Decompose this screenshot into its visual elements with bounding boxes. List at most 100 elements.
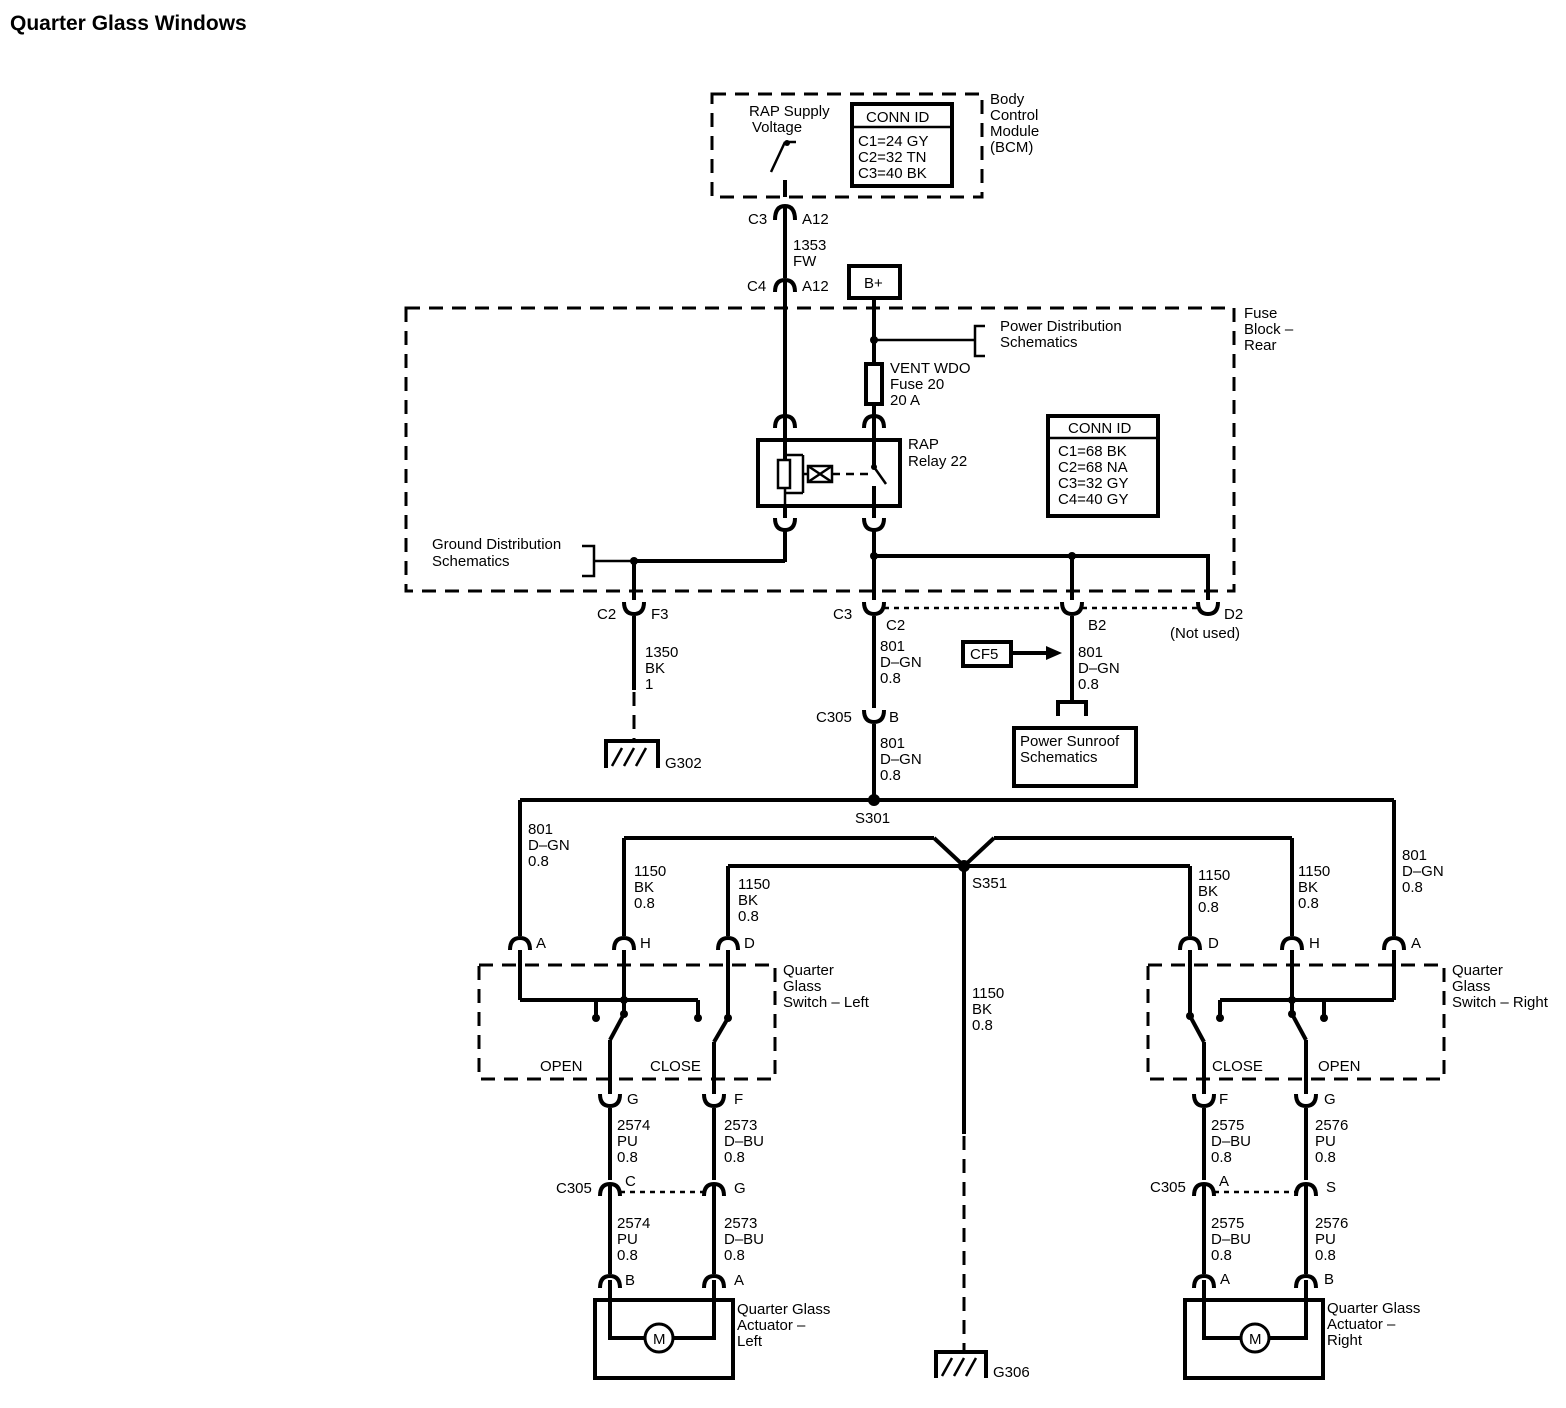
left-actuator-label-2: Actuator – bbox=[737, 1317, 806, 1334]
fuse-20 bbox=[864, 362, 884, 406]
right-switch-pin-d: D bbox=[1208, 935, 1219, 952]
c305-left-pin-c: C bbox=[625, 1173, 636, 1190]
wire-1150-ld-num: 1150 bbox=[738, 876, 770, 893]
wire-1150-rh-num: 1150 bbox=[1298, 863, 1330, 880]
wire-801-left-num: 801 bbox=[528, 821, 553, 838]
c305-left-conn: C305 bbox=[556, 1180, 592, 1197]
fuse-block-label-2: Block – bbox=[1244, 321, 1294, 338]
wire-801-c-size: 0.8 bbox=[880, 767, 901, 784]
right-switch-label-3: Switch – Right bbox=[1452, 994, 1549, 1011]
wire-801-c-color: D–GN bbox=[880, 751, 922, 768]
right-switch-close: CLOSE bbox=[1212, 1058, 1263, 1075]
wire-1150-rh-size: 0.8 bbox=[1298, 895, 1319, 912]
wire-1150-lh-size: 0.8 bbox=[634, 895, 655, 912]
c305-right-pin-s: S bbox=[1326, 1179, 1336, 1196]
c305-top-pin: B bbox=[889, 709, 899, 726]
wire-1150-center-size: 0.8 bbox=[972, 1017, 993, 1034]
wire-801-right-size: 0.8 bbox=[1402, 879, 1423, 896]
wire-1150-ld-color: BK bbox=[738, 892, 758, 909]
s301-label: S301 bbox=[855, 810, 890, 827]
bcm-conn-id-1: C1=24 GY bbox=[858, 133, 928, 150]
wire-801-a-size: 0.8 bbox=[880, 670, 901, 687]
fuse-block-rear: Fuse Block – Rear Power Distribution Sch… bbox=[404, 282, 1294, 600]
ground-g302-icon bbox=[604, 739, 660, 768]
right-switch-open: OPEN bbox=[1318, 1058, 1361, 1075]
wire-2574-top-num: 2574 bbox=[617, 1117, 650, 1134]
wire-2574-top-color: PU bbox=[617, 1133, 638, 1150]
wire-2573-bot-num: 2573 bbox=[724, 1215, 757, 1232]
right-actuator-label-1: Quarter Glass bbox=[1327, 1300, 1420, 1317]
quarter-glass-switch-left: A H D Quarter Glass Switch – Left OPEN C… bbox=[477, 935, 870, 1109]
left-switch-open: OPEN bbox=[540, 1058, 583, 1075]
right-switch-label-1: Quarter bbox=[1452, 962, 1503, 979]
g302-label: G302 bbox=[665, 755, 702, 772]
wire-2576-top-size: 0.8 bbox=[1315, 1149, 1336, 1166]
left-actuator-pin-a: A bbox=[734, 1272, 744, 1289]
fuse-block-conn-id-4: C4=40 GY bbox=[1058, 491, 1128, 508]
left-motor-label: M bbox=[653, 1331, 666, 1348]
diagram-title: Quarter Glass Windows bbox=[10, 12, 247, 35]
bcm-conn-id-2: C2=32 TN bbox=[858, 149, 927, 166]
right-motor-label: M bbox=[1249, 1331, 1262, 1348]
fuse-label-3: 20 A bbox=[890, 392, 920, 409]
sunroof-label-2: Schematics bbox=[1020, 749, 1098, 766]
wire-2574-bot-num: 2574 bbox=[617, 1215, 650, 1232]
right-actuator-box bbox=[1183, 1298, 1325, 1380]
fuse-block-not-used: (Not used) bbox=[1170, 625, 1240, 642]
wire-2573-bot-size: 0.8 bbox=[724, 1247, 745, 1264]
right-switch-pin-f: F bbox=[1219, 1091, 1228, 1108]
c305-right-pin-a: A bbox=[1219, 1173, 1229, 1190]
left-switch-pin-g: G bbox=[627, 1091, 639, 1108]
rap-relay-22 bbox=[756, 438, 902, 508]
battery-positive-label: B+ bbox=[864, 275, 883, 292]
power-distribution-label-1: Power Distribution bbox=[1000, 318, 1122, 335]
fuse-block-c2-conn: C2 bbox=[597, 606, 616, 623]
wire-1350-num: 1350 bbox=[645, 644, 678, 661]
sunroof-label-1: Power Sunroof bbox=[1020, 733, 1120, 750]
relay-label-2: Relay 22 bbox=[908, 453, 967, 470]
wire-2576-top-num: 2576 bbox=[1315, 1117, 1348, 1134]
relay-label-1: RAP bbox=[908, 436, 939, 453]
bcm-label-1: Body bbox=[990, 91, 1025, 108]
ground-g306-icon bbox=[934, 1350, 988, 1378]
right-actuator-label-2: Actuator – bbox=[1327, 1316, 1396, 1333]
wire-801-right-num: 801 bbox=[1402, 847, 1427, 864]
wire-2576-top-color: PU bbox=[1315, 1133, 1336, 1150]
wire-1150-rd-color: BK bbox=[1198, 883, 1218, 900]
wire-1150-rd-num: 1150 bbox=[1198, 867, 1230, 884]
c305-top-conn: C305 bbox=[816, 709, 852, 726]
wire-1150-rh-color: BK bbox=[1298, 879, 1318, 896]
wire-1353-num: 1353 bbox=[793, 237, 826, 254]
wire-1350-color: BK bbox=[645, 660, 665, 677]
wire-2575-top-color: D–BU bbox=[1211, 1133, 1251, 1150]
wire-801-left-color: D–GN bbox=[528, 837, 570, 854]
fuse-block-c4-conn: C4 bbox=[747, 278, 766, 295]
wire-1353-color: FW bbox=[793, 253, 817, 270]
left-switch-pin-a: A bbox=[536, 935, 546, 952]
fuse-block-conn-id-2: C2=68 NA bbox=[1058, 459, 1128, 476]
wire-801-b-num: 801 bbox=[1078, 644, 1103, 661]
rap-supply-label-2: Voltage bbox=[752, 119, 802, 136]
left-actuator-label-3: Left bbox=[737, 1333, 763, 1350]
wire-1150-center-num: 1150 bbox=[972, 985, 1004, 1002]
fuse-block-label-1: Fuse bbox=[1244, 305, 1277, 322]
wire-1150-ld-size: 0.8 bbox=[738, 908, 759, 925]
right-switch-pin-g: G bbox=[1324, 1091, 1336, 1108]
wire-1350-size: 1 bbox=[645, 676, 653, 693]
ground-distribution-label-1: Ground Distribution bbox=[432, 536, 561, 553]
right-actuator-pin-a: A bbox=[1220, 1271, 1230, 1288]
wire-2573-top-num: 2573 bbox=[724, 1117, 757, 1134]
wire-2573-top-size: 0.8 bbox=[724, 1149, 745, 1166]
wire-2575-top-size: 0.8 bbox=[1211, 1149, 1232, 1166]
wire-801-b-size: 0.8 bbox=[1078, 676, 1099, 693]
body-control-module: RAP Supply Voltage CONN ID C1=24 GY C2=3… bbox=[710, 91, 1039, 199]
bcm-label-3: Module bbox=[990, 123, 1039, 140]
rap-supply-label-1: RAP Supply bbox=[749, 103, 830, 120]
g306-label: G306 bbox=[993, 1364, 1030, 1381]
bcm-label-4: (BCM) bbox=[990, 139, 1033, 156]
bcm-pin-conn: C3 bbox=[748, 211, 767, 228]
wire-2575-bot-color: D–BU bbox=[1211, 1231, 1251, 1248]
fuse-label-2: Fuse 20 bbox=[890, 376, 944, 393]
right-actuator-label-3: Right bbox=[1327, 1332, 1363, 1349]
